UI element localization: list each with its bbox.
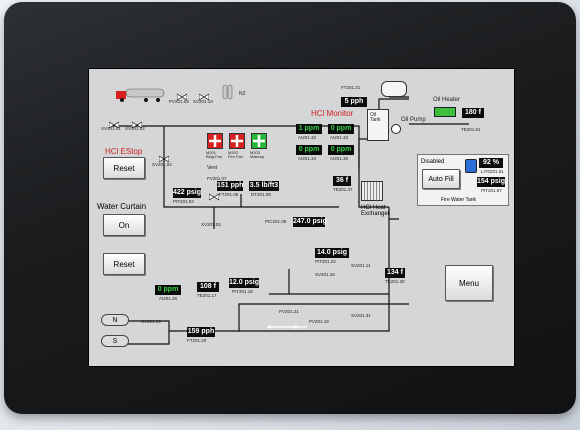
lower-ppm-value: 0 ppm (155, 285, 181, 295)
oil-pump-label: Oil Pump (401, 117, 426, 123)
oil-tank-icon (367, 109, 389, 141)
vent-tag: FV201.07 (207, 176, 227, 181)
lower-temp1-tag: TE201.17 (197, 293, 217, 298)
monitor-ai20135-tag: AI201.35 (330, 156, 349, 161)
sv20116-tag: SV201.16 (315, 272, 335, 277)
menu-button[interactable]: Menu (445, 265, 493, 301)
fire-tank-status: Disabled (421, 159, 445, 165)
hmi-screen: N2 XV201.01 XV201.02 PV201.03 SV201.10 X… (88, 68, 515, 367)
pv20103-tag: PV201.03 (169, 99, 189, 104)
oil-heater-label: Oil Heater (433, 97, 461, 103)
oil-heater-icon (434, 107, 456, 117)
lower-temp2-value: 134 f (385, 268, 405, 278)
oil-pump-icon (391, 124, 401, 134)
lower-temp2-tag: TE201.20 (385, 279, 405, 284)
water-curtain-on-button[interactable]: On (103, 214, 145, 236)
density-dt20108-value: 3.5 lb/ft3 (249, 181, 279, 191)
lower-pressure1-value: 12.0 psig (229, 278, 259, 288)
monitor-ai20132-value: 1 ppm (296, 124, 322, 134)
xv20101-tag: XV201.01 (101, 126, 121, 131)
sv20115-tag: SV201.15 (141, 319, 161, 324)
density-dt20108-tag: DT201.08 (251, 192, 271, 197)
oil-flow-value: 5 pph (341, 97, 367, 107)
pressure-pit20102-tag: PIT201.02 (173, 199, 194, 204)
exchanger-title: HCl Heat Exchanger (361, 205, 390, 217)
water-curtain-reset-button[interactable]: Reset (103, 253, 145, 275)
fan-m202-icon (229, 133, 245, 149)
fan-m201-label: M201 Bldg Fan (206, 150, 223, 159)
sv20110-tag: SV201.10 (193, 99, 213, 104)
exchanger-temp-tag: TE201.37 (333, 187, 353, 192)
lower-flow-tag: FT201.20 (187, 338, 207, 343)
oil-tank-label: Oil Tank (370, 112, 381, 123)
oil-temp-value: 180 f (462, 108, 484, 118)
valve-sv20104-icon[interactable] (158, 151, 170, 163)
auto-fill-button[interactable]: Auto Fill (422, 169, 460, 189)
n2-cylinders-icon (222, 83, 238, 101)
oil-flow-tag: FT201.31 (341, 85, 361, 90)
lower-pressure1-tag: PIT201.18 (232, 289, 253, 294)
lower-pressure2-value: 14.0 psig (315, 248, 349, 258)
n2-bottle-s-icon: S (101, 335, 129, 347)
fire-tank-pressure-value: 154 psig (477, 177, 506, 187)
fire-tank-pressure-tag: PIT201.67 (481, 188, 502, 193)
exchanger-temp-value: 36 f (333, 176, 351, 186)
sv20111-tag: SV201.11 (351, 263, 371, 268)
valve-sv20110-icon[interactable] (198, 89, 210, 101)
pic20109-tag: PIC201.09 (265, 219, 287, 224)
fan-m202-label: M202 Fire Fan (228, 150, 243, 159)
tanker-truck-icon (116, 87, 166, 103)
fan-m201-icon (207, 133, 223, 149)
flow-ft20106-value: 151 pph (217, 181, 244, 191)
monitor-ai20132-tag: AI201.32 (298, 135, 317, 140)
n2-bottle-n-icon: N (101, 314, 129, 326)
fire-tank-level-value: 92 % (479, 158, 503, 168)
n2-label: N2 (239, 91, 246, 97)
fire-tank-title: Fire Water Tank (441, 197, 477, 203)
monitor-ai20133-value: 0 ppm (328, 124, 354, 134)
lower-temp1-value: 108 f (197, 282, 219, 292)
flow-ft20106-tag: FT201.06 (219, 192, 239, 197)
lower-flow-value: 159 pph (187, 327, 215, 337)
heat-exchanger-icon (361, 181, 383, 201)
water-curtain-title: Water Curtain (97, 202, 147, 211)
pv20119-tag: PV201.19 (309, 319, 329, 324)
xv20102-tag: XV201.02 (125, 126, 145, 131)
fire-tank-level-tag: LIT0201.61 (481, 169, 504, 174)
xv20103-tag: XV201.03 (201, 222, 221, 227)
fan-m203-icon (251, 133, 267, 149)
monitor-ai20134-tag: AI201.34 (298, 156, 317, 161)
lower-pressure2-tag: PIT201.22 (315, 259, 336, 264)
oil-drum-icon (381, 81, 407, 97)
monitor-ai20135-value: 0 ppm (328, 145, 354, 155)
oil-temp-tag: TE201.61 (461, 127, 481, 132)
sv20104-tag: SV201.04 (152, 162, 172, 167)
estop-reset-button[interactable]: Reset (103, 157, 145, 179)
lower-ppm-tag: AI201.26 (159, 296, 178, 301)
pv20121-tag: PV201.21 (279, 309, 299, 314)
estop-title: HCl EStop (105, 147, 143, 156)
piping-diagram (109, 96, 469, 345)
hcl-monitor-title: HCl Monitor (311, 109, 354, 118)
sv20131-tag: SV201.31 (351, 313, 371, 318)
monitor-ai20134-value: 0 ppm (296, 145, 322, 155)
valve-pv20103-icon[interactable] (176, 89, 188, 101)
fire-tank-icon (465, 159, 477, 173)
vent-label: Vent (207, 165, 218, 171)
monitor-ai20133-tag: AI201.33 (330, 135, 349, 140)
fan-m203-label: M203 Makeup (250, 150, 265, 159)
pressure-pit20110-value: 247.0 psig (293, 217, 327, 227)
pressure-pit20102-value: 422 psig (173, 188, 202, 198)
